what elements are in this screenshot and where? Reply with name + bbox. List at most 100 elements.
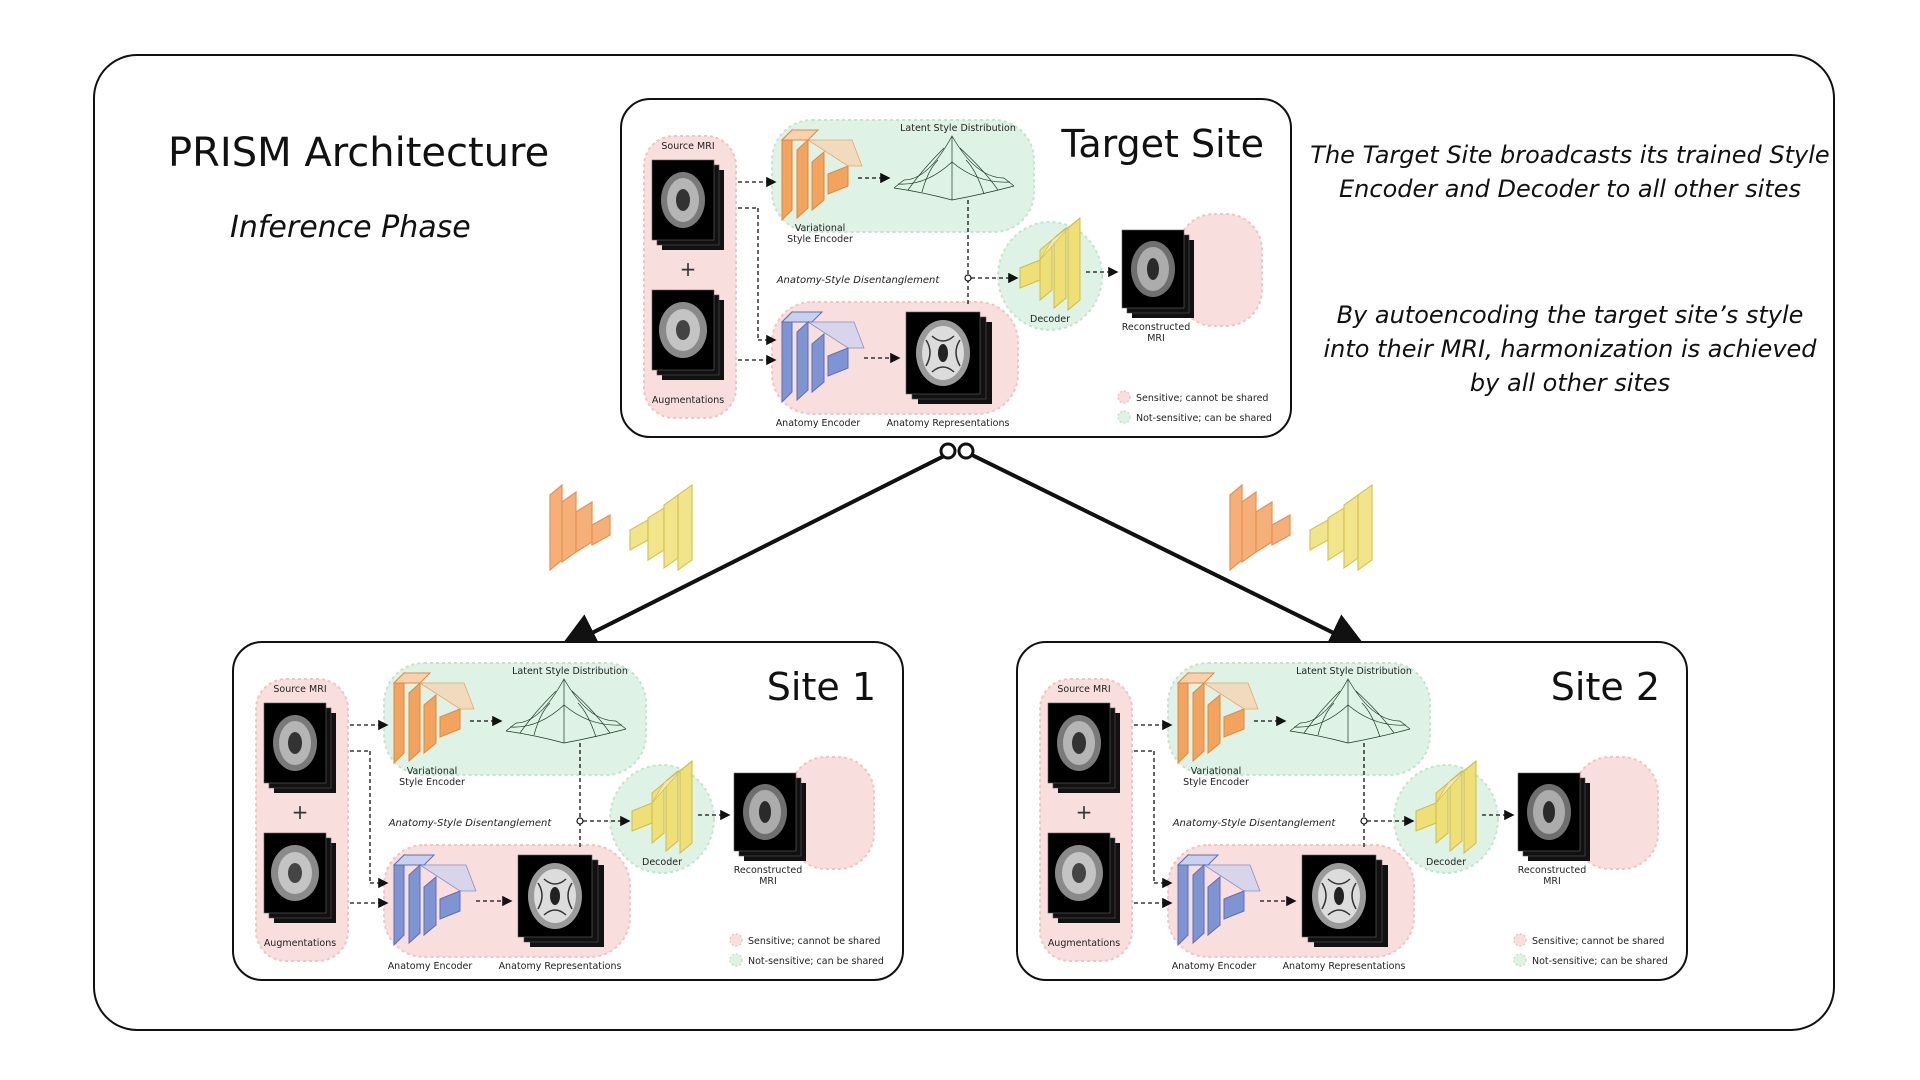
- source-mri-stack: [1047, 702, 1120, 793]
- arrow-to-site2: [969, 452, 1369, 651]
- arrow-to-site1: [557, 452, 949, 651]
- legend-not-sensitive-label: Not-sensitive; can be shared: [1136, 413, 1272, 424]
- augmentations-label: Augmentations: [1048, 938, 1120, 949]
- plus-icon: +: [1076, 800, 1093, 824]
- latent-style-label: Latent Style Distribution: [512, 666, 628, 677]
- anatomy-encoder-icon: [392, 853, 477, 947]
- anatomy-representations-label: Anatomy Representations: [499, 961, 622, 972]
- source-mri-stack: [651, 159, 724, 250]
- broadcast-model-icon-right: [1229, 483, 1373, 572]
- anatomy-representations-stack: [905, 311, 992, 404]
- legend-sensitive-swatch: [729, 933, 743, 947]
- latent-style-distribution-icon: [1289, 678, 1411, 744]
- legend-sensitive-label: Sensitive; cannot be shared: [748, 936, 880, 947]
- source-mri-stack: [263, 702, 336, 793]
- split-node-right: [957, 442, 975, 460]
- target-site-panel: Source MRI + Augmentations Variational S…: [620, 98, 1292, 438]
- disentanglement-node: [964, 274, 972, 282]
- latent-style-distribution-icon: [505, 678, 627, 744]
- latent-style-label: Latent Style Distribution: [900, 123, 1016, 134]
- latent-style-label: Latent Style Distribution: [1296, 666, 1412, 677]
- style-encoder-label-line1: Variational: [1191, 766, 1242, 777]
- broadcast-model-icon-left: [549, 483, 693, 572]
- legend-sensitive-label: Sensitive; cannot be shared: [1532, 936, 1664, 947]
- augmentation-mri-stack: [1047, 832, 1120, 923]
- legend-not-sensitive-label: Not-sensitive; can be shared: [748, 956, 884, 967]
- mini-style-encoder-icon: [1229, 483, 1291, 572]
- site-title: Target Site: [1061, 122, 1264, 166]
- anatomy-encoder-label: Anatomy Encoder: [776, 418, 861, 429]
- reconstructed-mri-stack: [1121, 229, 1194, 318]
- anatomy-representations-label: Anatomy Representations: [1283, 961, 1406, 972]
- style-encoder-label-line1: Variational: [795, 223, 846, 234]
- anatomy-encoder-icon: [780, 310, 865, 404]
- disentanglement-label: Anatomy-Style Disentanglement: [776, 275, 941, 286]
- latent-style-distribution-icon: [893, 135, 1015, 201]
- site-title: Site 2: [1550, 665, 1660, 709]
- source-mri-label: Source MRI: [273, 684, 326, 695]
- anatomy-representations-stack: [1301, 854, 1388, 947]
- disentanglement-label: Anatomy-Style Disentanglement: [1172, 818, 1337, 829]
- style-encoder-icon: [392, 671, 475, 765]
- decoder-label: Decoder: [642, 857, 682, 868]
- legend-sensitive-swatch: [1117, 390, 1131, 404]
- decoder-icon: [631, 759, 693, 855]
- decoder-label: Decoder: [1426, 857, 1466, 868]
- disentanglement-node: [1360, 817, 1368, 825]
- broadcast-note: The Target Site broadcasts its trained S…: [1310, 141, 1830, 203]
- legend-sensitive-swatch: [1513, 933, 1527, 947]
- style-encoder-label-line2: Style Encoder: [1183, 777, 1249, 788]
- augmentation-mri-stack: [651, 289, 724, 380]
- site2-panel: Source MRI + Augmentations Variational S…: [1016, 641, 1688, 981]
- legend-not-sensitive-swatch: [729, 953, 743, 967]
- style-encoder-icon: [780, 128, 863, 222]
- anatomy-encoder-label: Anatomy Encoder: [388, 961, 473, 972]
- reconstructed-label-line2: MRI: [759, 876, 777, 887]
- augmentations-label: Augmentations: [264, 938, 336, 949]
- site1-panel: Source MRI + Augmentations Variational S…: [232, 641, 904, 981]
- decoder-icon: [1019, 216, 1081, 312]
- disentanglement-label: Anatomy-Style Disentanglement: [388, 818, 553, 829]
- diagram-frame: [93, 54, 1835, 1031]
- legend-not-sensitive-swatch: [1117, 410, 1131, 424]
- reconstructed-label-line2: MRI: [1543, 876, 1561, 887]
- mini-decoder-icon: [1309, 483, 1373, 572]
- mini-decoder-icon: [629, 483, 693, 572]
- augmentations-label: Augmentations: [652, 395, 724, 406]
- legend-sensitive-label: Sensitive; cannot be shared: [1136, 393, 1268, 404]
- augmentation-mri-stack: [263, 832, 336, 923]
- reconstructed-label-line2: MRI: [1147, 333, 1165, 344]
- mini-style-encoder-icon: [549, 483, 611, 572]
- anatomy-encoder-icon: [1176, 853, 1261, 947]
- anatomy-encoder-label: Anatomy Encoder: [1172, 961, 1257, 972]
- style-encoder-label-line2: Style Encoder: [787, 234, 853, 245]
- anatomy-representations-stack: [517, 854, 604, 947]
- disentanglement-node: [576, 817, 584, 825]
- style-encoder-label-line1: Variational: [407, 766, 458, 777]
- page-subtitle: Inference Phase: [230, 210, 471, 245]
- source-mri-label: Source MRI: [1057, 684, 1110, 695]
- split-node-left: [939, 442, 957, 460]
- reconstructed-label-line1: Reconstructed: [734, 865, 803, 876]
- site-pipeline-diagram: Source MRI + Augmentations Variational S…: [1039, 662, 1668, 972]
- site-pipeline-diagram: Source MRI + Augmentations Variational S…: [643, 119, 1272, 429]
- page-title: PRISM Architecture: [168, 130, 550, 176]
- style-encoder-label-line2: Style Encoder: [399, 777, 465, 788]
- site-title: Site 1: [766, 665, 876, 709]
- reconstructed-mri-stack: [1517, 772, 1590, 861]
- plus-icon: +: [680, 257, 697, 281]
- plus-icon: +: [292, 800, 309, 824]
- harmonization-note: By autoencoding the target site’s style …: [1323, 301, 1817, 397]
- source-mri-label: Source MRI: [661, 141, 714, 152]
- style-encoder-icon: [1176, 671, 1259, 765]
- site-pipeline-diagram: Source MRI + Augmentations Variational S…: [255, 662, 884, 972]
- anatomy-representations-label: Anatomy Representations: [887, 418, 1010, 429]
- decoder-label: Decoder: [1030, 314, 1070, 325]
- reconstructed-label-line1: Reconstructed: [1518, 865, 1587, 876]
- reconstructed-label-line1: Reconstructed: [1122, 322, 1191, 333]
- decoder-icon: [1415, 759, 1477, 855]
- reconstructed-mri-stack: [733, 772, 806, 861]
- legend-not-sensitive-label: Not-sensitive; can be shared: [1532, 956, 1668, 967]
- legend-not-sensitive-swatch: [1513, 953, 1527, 967]
